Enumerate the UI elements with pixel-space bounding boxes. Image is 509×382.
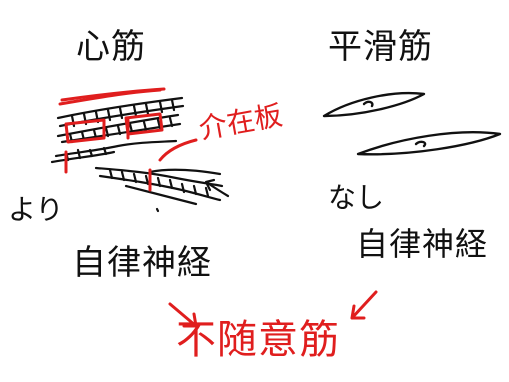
smooth-muscle-drawing: [322, 91, 502, 156]
heading-cardiac-muscle: 心筋: [76, 27, 146, 67]
cardiac-fiber-line: [56, 96, 184, 120]
cardiac-fiber-line: [50, 150, 116, 164]
cardiac-fiber-line: [148, 168, 222, 176]
cardiac-dot: [155, 207, 160, 213]
smooth-muscle-cell: [322, 91, 426, 118]
cardiac-arrow: [204, 178, 230, 198]
red-fiber-highlight: [60, 87, 166, 102]
cardiac-fiber-line: [124, 184, 198, 206]
smooth-muscle-cell: [356, 131, 502, 156]
arrow-right-to-involuntary: [350, 290, 378, 320]
intercalated-disc-highlight: [58, 87, 198, 192]
cardiac-muscle-drawing: [50, 96, 230, 213]
cardiac-fiber-line: [98, 174, 222, 202]
arrow-left-to-involuntary: [168, 302, 198, 328]
red-disc-box: [64, 118, 106, 144]
cardiac-fiber-line: [54, 139, 178, 158]
label-yori: より: [8, 193, 64, 226]
heading-smooth-muscle: 平滑筋: [328, 27, 433, 67]
convergence-arrows: [168, 290, 378, 328]
smooth-muscle-nucleus: [414, 140, 427, 148]
smooth-muscle-nucleus: [362, 100, 374, 108]
label-involuntary-muscle: 不随意筋: [176, 317, 340, 363]
cardiac-striations: [64, 98, 210, 198]
label-autonomic-nerve-left: 自律神経: [72, 243, 212, 283]
red-pointer-curve: [158, 138, 198, 162]
label-autonomic-nerve-right: 自律神経: [356, 225, 489, 263]
label-nashi: なし: [328, 181, 385, 214]
